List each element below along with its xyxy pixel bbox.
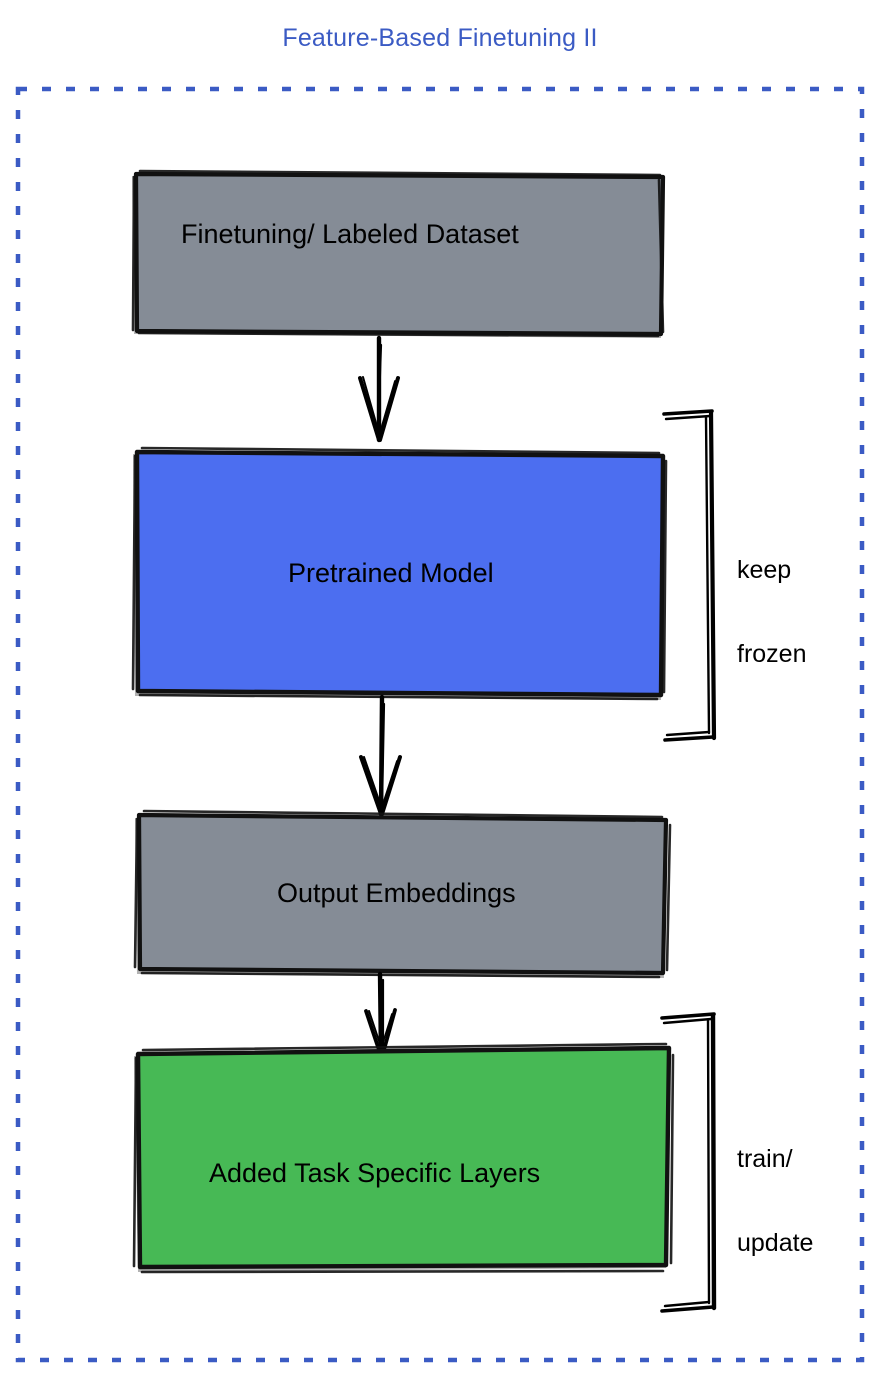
node-dataset-label: Finetuning/ Labeled Dataset	[181, 219, 519, 249]
node-embeddings-fill	[139, 814, 665, 972]
annotation-keep-frozen-line2: frozen	[737, 640, 807, 668]
page-title: Feature-Based Finetuning II	[282, 24, 598, 52]
arrow-pretrained-to-embeddings	[359, 694, 402, 817]
node-tasklayers-outline-a	[135, 1045, 672, 1270]
node-pretrained[interactable]	[131, 446, 668, 701]
node-embeddings-outline-b	[133, 809, 672, 979]
node-pretrained-outline-a	[134, 449, 666, 698]
annotation-train-update-line2: update	[737, 1229, 814, 1257]
node-embeddings-label: Output Embeddings	[277, 878, 516, 908]
node-pretrained-outline-b	[131, 446, 668, 701]
node-tasklayers-label: Added Task Specific Layers	[209, 1158, 541, 1188]
node-pretrained-fill	[138, 451, 662, 694]
node-pretrained-label: Pretrained Model	[288, 558, 494, 588]
node-embeddings-outline-a	[136, 812, 669, 976]
annotation-train-update: train/ update	[737, 1089, 813, 1313]
node-dataset-fill	[136, 173, 662, 334]
annotation-train-update-line1: train/	[737, 1145, 793, 1173]
node-embeddings[interactable]	[133, 809, 672, 979]
annotation-keep-frozen: keep frozen	[737, 500, 806, 724]
arrow-embeddings-to-tasklayers	[364, 971, 397, 1059]
arrow-dataset-to-pretrained	[358, 335, 400, 443]
annotation-keep-frozen-line1: keep	[737, 556, 792, 584]
node-dataset-outline-b	[131, 169, 665, 338]
node-tasklayers-outline-b	[132, 1042, 675, 1274]
bracket-keep-frozen	[662, 409, 717, 742]
node-tasklayers-fill	[140, 1047, 668, 1266]
node-dataset[interactable]	[131, 169, 666, 338]
bracket-train-update	[660, 1012, 717, 1313]
node-tasklayers[interactable]	[132, 1042, 675, 1274]
